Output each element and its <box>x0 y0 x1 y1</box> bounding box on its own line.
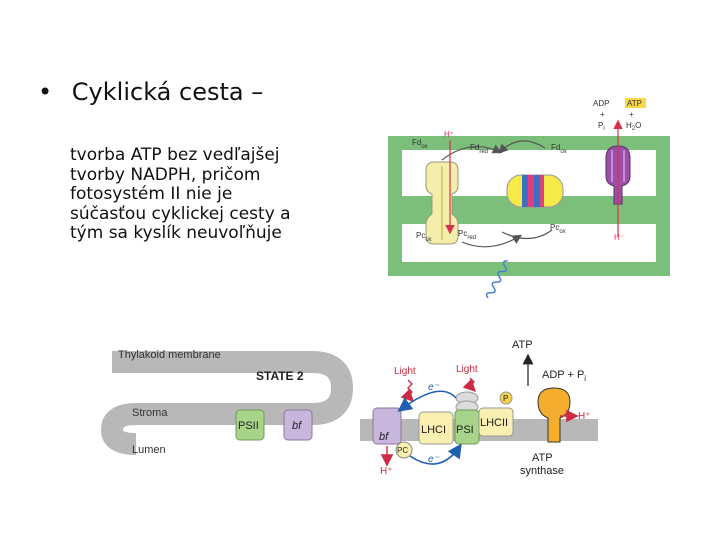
psii-complex: PSII <box>235 409 265 441</box>
pc-arrow <box>461 234 523 248</box>
pc-red-label: Pcred <box>458 229 476 241</box>
adp-pi-label: ADP + Pi <box>542 369 586 383</box>
svg-text:PC: PC <box>397 446 408 455</box>
bullet: • <box>38 78 53 106</box>
electron-top-label: e⁻ <box>428 382 440 393</box>
svg-text:PSI: PSI <box>456 424 474 436</box>
body-line: fotosystém II nie je <box>70 184 233 204</box>
svg-text:LHCII: LHCII <box>480 417 508 429</box>
pi-label: Pi <box>598 121 605 132</box>
h-plus-top-label: H⁺ <box>444 130 454 139</box>
psi-complex: PSI <box>454 391 480 445</box>
light-wave-icon <box>485 260 508 299</box>
atp-bottom-label: ATP <box>512 339 533 351</box>
phosphate-badge <box>499 391 513 405</box>
plus-sign: + <box>600 110 605 119</box>
fd-ox-right-label: Fdox <box>551 143 567 155</box>
electron-bottom-label: e⁻ <box>428 454 440 465</box>
light-right-label: Light <box>456 364 478 375</box>
plus-sign: + <box>629 110 634 119</box>
h-plus-left-label: H⁺ <box>380 466 393 477</box>
lumen-label: Lumen <box>132 444 166 456</box>
h-plus-bottom-label: H⁻ <box>614 233 624 242</box>
body-line: súčasťou cyklickej cesty a <box>70 203 291 224</box>
bf-complex-right: bf <box>372 407 402 445</box>
light-left-arrow <box>400 379 414 402</box>
atp-synthase-label-2: synthase <box>520 465 564 477</box>
fd-arrow-left <box>441 144 503 161</box>
thylakoid-membrane-bottom <box>100 351 598 455</box>
atp-label: ATP <box>627 99 642 108</box>
thylakoid-membrane-label: Thylakoid membrane <box>118 349 221 361</box>
h2o-label: H2O <box>626 121 641 132</box>
electron-path-top <box>397 390 457 412</box>
adp-label: ADP <box>593 99 609 108</box>
svg-text:P: P <box>503 394 508 403</box>
lhcii-complex: LHCII P <box>478 391 514 437</box>
photosystem-i <box>506 174 564 208</box>
fd-arrow-right <box>498 140 546 154</box>
slide-title-line: • Cyklická cesta – <box>38 78 263 106</box>
svg-text:bf: bf <box>292 420 302 432</box>
body-line: tým sa kyslík neuvoľňuje <box>70 223 282 243</box>
light-left-label: Light <box>394 366 416 377</box>
atp-synthase-label-1: ATP <box>532 452 553 464</box>
stroma-label: Stroma <box>132 407 168 419</box>
atp-highlight <box>625 98 646 108</box>
electron-path-bottom <box>409 443 462 465</box>
pc-ox-left-label: Pcox <box>416 231 432 243</box>
light-right-arrow <box>462 377 476 392</box>
atp-synthase-bottom <box>537 387 571 443</box>
lhci-complex: LHCI <box>418 411 454 445</box>
plastocyanin: PC <box>395 441 413 459</box>
fd-red-label: Fdred <box>470 143 488 155</box>
pc-ox-right-label: Pcox <box>550 223 566 235</box>
svg-text:PSII: PSII <box>238 420 259 432</box>
bf-complex-left: bf <box>283 409 313 441</box>
body-line: tvorba ATP bez vedľajšej <box>70 145 280 165</box>
fd-ox-left-label: Fdox <box>412 138 428 150</box>
svg-text:LHCI: LHCI <box>421 424 446 436</box>
slide-title: Cyklická cesta – <box>71 78 264 106</box>
slide-body: tvorba ATP bez vedľajšej tvorby NADPH, p… <box>70 145 370 244</box>
pc-arrow-right <box>501 229 553 240</box>
svg-text:bf: bf <box>379 431 389 443</box>
h-plus-right-label: H⁺ <box>578 411 591 422</box>
body-line: tvorby NADPH, pričom <box>70 164 261 185</box>
state-label: STATE 2 <box>256 369 304 383</box>
